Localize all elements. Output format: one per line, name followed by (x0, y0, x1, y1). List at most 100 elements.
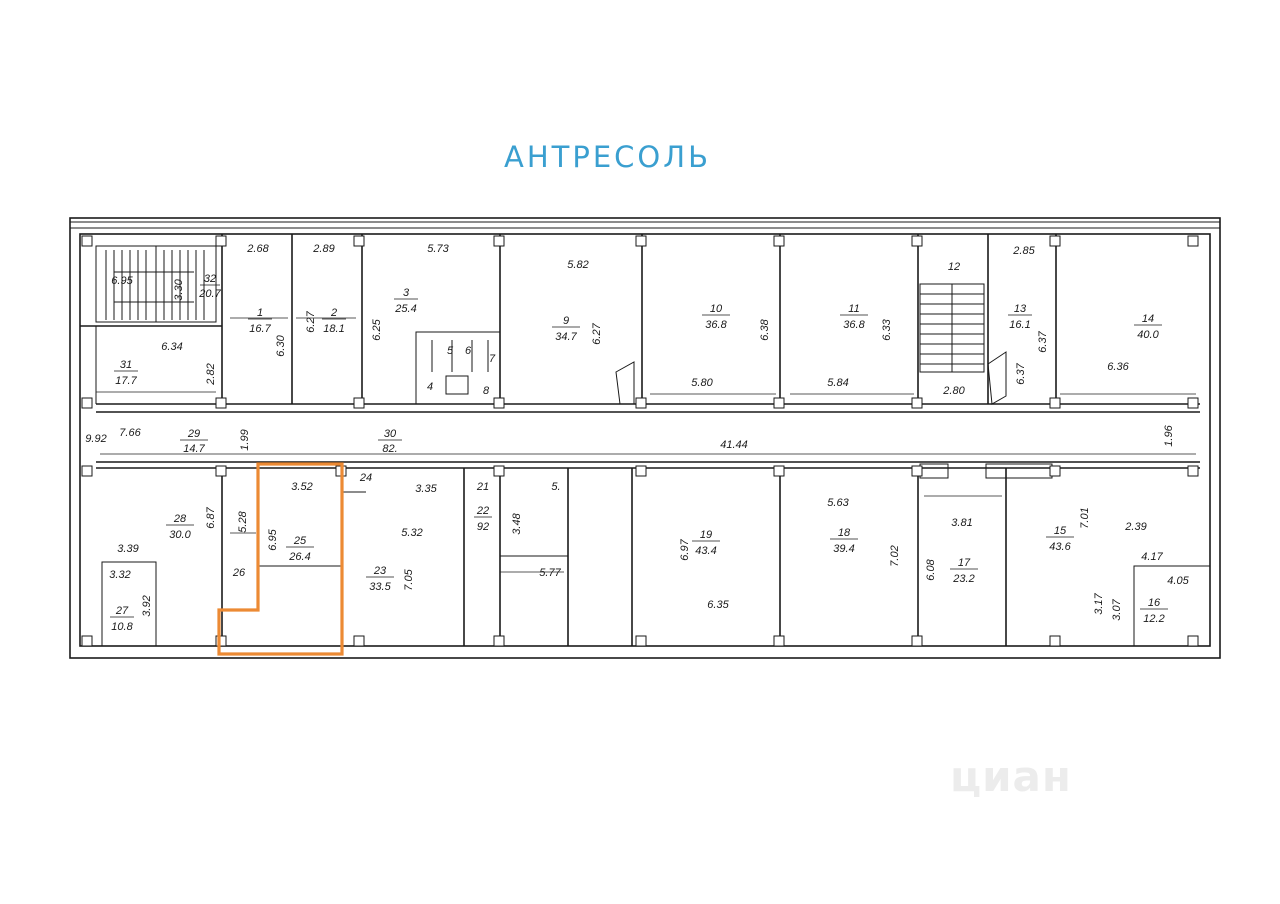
room-number: 25 (293, 535, 307, 547)
room-number: 8 (483, 385, 490, 397)
room-number: 6 (465, 345, 472, 357)
room-number: 26 (232, 567, 246, 579)
room-area: 92 (477, 521, 489, 533)
dimension-lines (96, 317, 1196, 573)
dimension-label: 2.80 (942, 385, 965, 397)
dimension-labels: 6.95 3.30 6.34 2.82 2.68 6.30 2.89 6.27 … (85, 243, 1189, 621)
dimension-label: 2.82 (205, 363, 217, 385)
window-strip-top (70, 221, 1220, 229)
dimension-label: 9.92 (85, 433, 106, 445)
dimension-label: 5.73 (427, 243, 449, 255)
room-label: 29 14.7 (180, 428, 208, 455)
dimension-label: 6.08 (925, 558, 937, 580)
room-label: 28 30.0 (166, 513, 194, 541)
pillars (81, 235, 1199, 647)
room-number: 14 (1142, 313, 1154, 325)
room-label: 27 10.8 (110, 605, 134, 633)
room-label: 15 43.6 (1046, 525, 1074, 553)
dimension-label: 4.17 (1141, 551, 1163, 563)
room-label: 30 82. (378, 428, 402, 455)
room-area: 18.1 (323, 323, 344, 335)
dimension-label: 6.35 (707, 599, 729, 611)
dimension-label: 1.99 (239, 429, 251, 450)
staircase-left (95, 245, 217, 323)
room-number: 21 (476, 481, 489, 493)
room-number: 5 (447, 345, 454, 357)
room-label: 22 92 (474, 505, 492, 533)
room-label: 10 36.8 (702, 303, 730, 331)
room-label: 31 17.7 (114, 359, 138, 387)
room-number: 32 (204, 273, 216, 285)
room-area: 12.2 (1143, 613, 1164, 625)
room-area: 30.0 (169, 529, 191, 541)
room-label: 9 34.7 (552, 315, 580, 343)
dimension-label: 1.96 (1163, 424, 1175, 446)
room-label: 17 23.2 (950, 557, 978, 585)
staircase-right (919, 283, 985, 373)
dimension-label: 7.05 (403, 568, 415, 590)
room-number: 13 (1014, 303, 1027, 315)
room-area: 40.0 (1137, 329, 1159, 341)
room-area: 20.7 (198, 288, 221, 300)
watermark-logo: циан (950, 752, 1072, 801)
dimension-label: 5.63 (827, 497, 849, 509)
dimension-label: 41.44 (720, 439, 748, 451)
room-number: 12 (948, 261, 960, 273)
room-number: 29 (187, 428, 200, 440)
room-area: 43.6 (1049, 541, 1071, 553)
room-area: 16.7 (249, 323, 271, 335)
room-labels: 32 20.7 31 17.7 1 16.7 2 18.1 3 (110, 261, 1168, 633)
room-area: 16.1 (1009, 319, 1030, 331)
room-area: 43.4 (695, 545, 716, 557)
dimension-label: 2.39 (1124, 521, 1146, 533)
room-area: 25.4 (394, 303, 416, 315)
dimension-label: 3.07 (1111, 598, 1123, 620)
room-label: 11 36.8 (840, 303, 868, 331)
dimension-label: 6.97 (679, 538, 691, 560)
dimension-label: 6.27 (591, 322, 603, 344)
dimension-label: 7.66 (119, 427, 141, 439)
room-label: 2 18.1 (322, 307, 346, 335)
room-label: 21 (476, 481, 489, 493)
room-area: 36.8 (705, 319, 727, 331)
room-area: 33.5 (369, 581, 391, 593)
dimension-label: 3.30 (173, 278, 185, 300)
room-number: 17 (958, 557, 971, 569)
room-label: 16 12.2 (1140, 597, 1168, 625)
room-label: 12 (948, 261, 960, 273)
dimension-label: 5.77 (539, 567, 561, 579)
room-number: 9 (563, 315, 569, 327)
dimension-label: 7.01 (1079, 507, 1091, 528)
room-number: 10 (710, 303, 723, 315)
room-number: 24 (359, 472, 372, 484)
room-number: 3 (403, 287, 410, 299)
room-number: 30 (384, 428, 397, 440)
dimension-label: 6.37 (1037, 330, 1049, 352)
dimension-label: 6.25 (371, 318, 383, 340)
dimension-label: 6.37 (1015, 362, 1027, 384)
room-area: 23.2 (952, 573, 974, 585)
room-area: 34.7 (555, 331, 577, 343)
room-area: 10.8 (111, 621, 133, 633)
dimension-label: 3.32 (109, 569, 130, 581)
dimension-label: 2.68 (246, 243, 269, 255)
room-label: 26 (232, 567, 246, 579)
highlighted-unit-outline (217, 462, 344, 656)
room-area: 26.4 (288, 551, 310, 563)
dimension-label: 6.95 (111, 275, 133, 287)
room-label: 32 20.7 (198, 273, 221, 300)
dimension-label: 3.39 (117, 543, 138, 555)
dimension-label: 6.95 (267, 528, 279, 550)
dimension-label: 2.89 (312, 243, 334, 255)
room-number: 28 (173, 513, 187, 525)
top-room-partitions (80, 234, 1057, 405)
dimension-label: 3.52 (291, 481, 312, 493)
room-number: 5. (551, 481, 560, 493)
room-label: 5. (551, 481, 560, 493)
room-number: 22 (476, 505, 489, 517)
dimension-label: 3.17 (1093, 592, 1105, 614)
room-label: 14 40.0 (1134, 313, 1162, 341)
dimension-label: 3.48 (511, 512, 523, 534)
